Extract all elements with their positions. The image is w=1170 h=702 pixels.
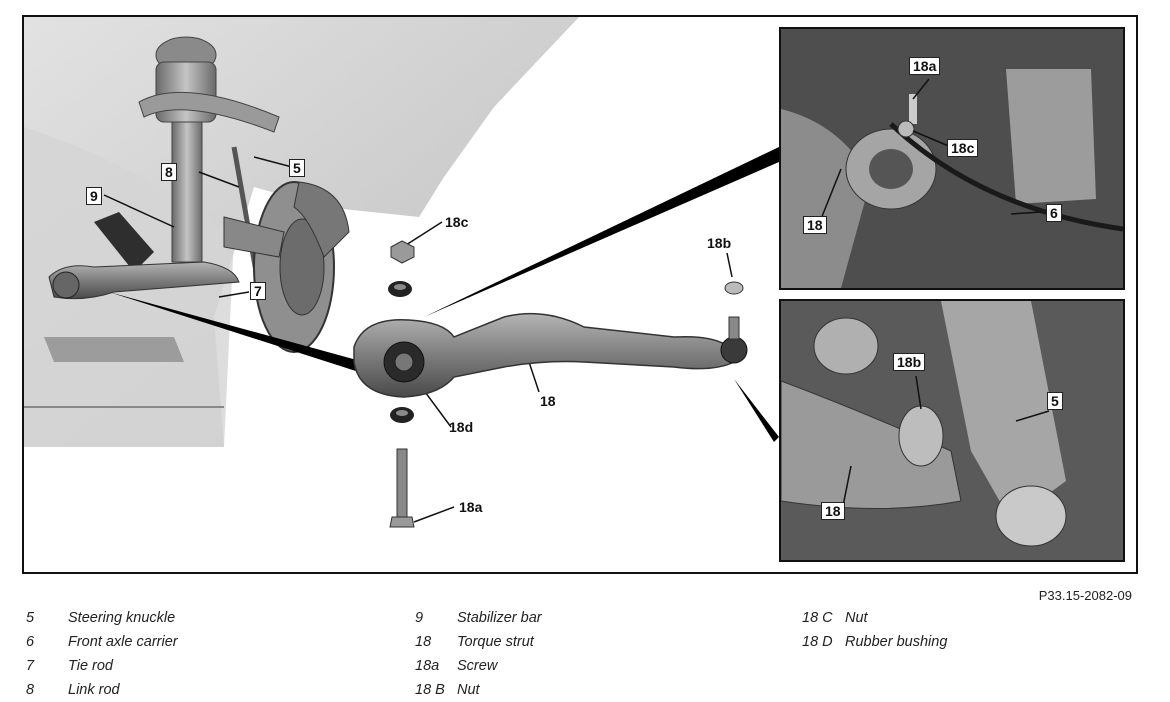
callout-8: 8 — [161, 163, 177, 181]
legend-text: Nut — [845, 610, 868, 626]
legend-number: 6 — [26, 634, 35, 650]
inset-bottom-callout-18: 18 — [821, 502, 845, 520]
callout-5: 5 — [289, 159, 305, 177]
ball-joint — [720, 336, 748, 364]
upper-control-arm — [138, 91, 280, 133]
callout-7: 7 — [250, 282, 266, 300]
legend-text: Stabilizer bar — [457, 610, 542, 626]
legend-number: 5 — [26, 610, 35, 626]
ball-joint-closeup — [898, 405, 944, 467]
callout-18: 18 — [540, 393, 556, 409]
legend-text: Tie rod — [68, 658, 114, 674]
diagram-frame: 5 8 9 7 18c 18b 18 18d 18a 18a 18c 18 6 — [22, 15, 1138, 574]
brake-caliper — [293, 181, 350, 258]
legend-text: Torque strut — [457, 634, 534, 650]
inset-top-callout-18c: 18c — [947, 139, 979, 157]
nut-18b-part — [724, 281, 744, 295]
zoom-wedge-left — [109, 292, 364, 372]
callout-18c: 18c — [445, 214, 469, 230]
legend-text: Screw — [457, 658, 498, 674]
legend-number: 18 C — [802, 610, 833, 626]
inset-top-illustration — [781, 29, 1123, 288]
exploded-view-illustration — [24, 17, 779, 528]
figure-id: P33.15-2082-09 — [1038, 588, 1132, 603]
steering-knuckle-closeup — [941, 301, 1066, 521]
inset-photo-top: 18a 18c 18 6 — [779, 27, 1125, 290]
grille-detail — [44, 337, 184, 362]
legend-number: 18 D — [802, 634, 833, 650]
torque-strut-closeup — [781, 109, 871, 288]
inset-top-callout-18a: 18a — [909, 57, 941, 75]
inset-bottom-illustration — [781, 301, 1123, 560]
inset-bottom-callout-18b: 18b — [893, 353, 926, 371]
legend-text: Rubber bushing — [845, 634, 948, 650]
legend-text: Steering knuckle — [68, 610, 176, 626]
inset-bottom-callout-5: 5 — [1047, 392, 1063, 410]
legend-number: 8 — [26, 682, 35, 698]
legend-number: 18a — [415, 658, 440, 674]
zoom-wedge-top-inset — [424, 147, 779, 317]
legend-number: 18 B — [415, 682, 445, 698]
front-axle-carrier-shape — [1006, 69, 1096, 204]
shock-absorber — [171, 121, 203, 263]
callout-9: 9 — [86, 187, 102, 205]
zoom-wedge-bottom-inset — [734, 379, 779, 442]
callout-18a: 18a — [459, 499, 483, 515]
ball-joint-stud — [728, 316, 740, 340]
legend-text: Front axle carrier — [68, 634, 178, 650]
screw-18a-part — [396, 448, 408, 518]
lower-arm-in-scene — [48, 261, 240, 300]
cv-boot — [94, 212, 154, 272]
callout-18d: 18d — [449, 419, 474, 435]
legend-number: 18 — [415, 634, 432, 650]
legend-text: Link rod — [68, 682, 120, 698]
nut-18c-part — [390, 240, 415, 264]
inset-photo-bottom: 18b 5 18 — [779, 299, 1125, 562]
steering-knuckle-shape — [223, 216, 285, 258]
legend-number: 9 — [415, 610, 424, 626]
inset-top-callout-6: 6 — [1046, 204, 1062, 222]
inset-top-callout-18: 18 — [803, 216, 827, 234]
legend-text: Nut — [457, 682, 480, 698]
callout-18b: 18b — [707, 235, 732, 251]
legend-number: 7 — [26, 658, 35, 674]
